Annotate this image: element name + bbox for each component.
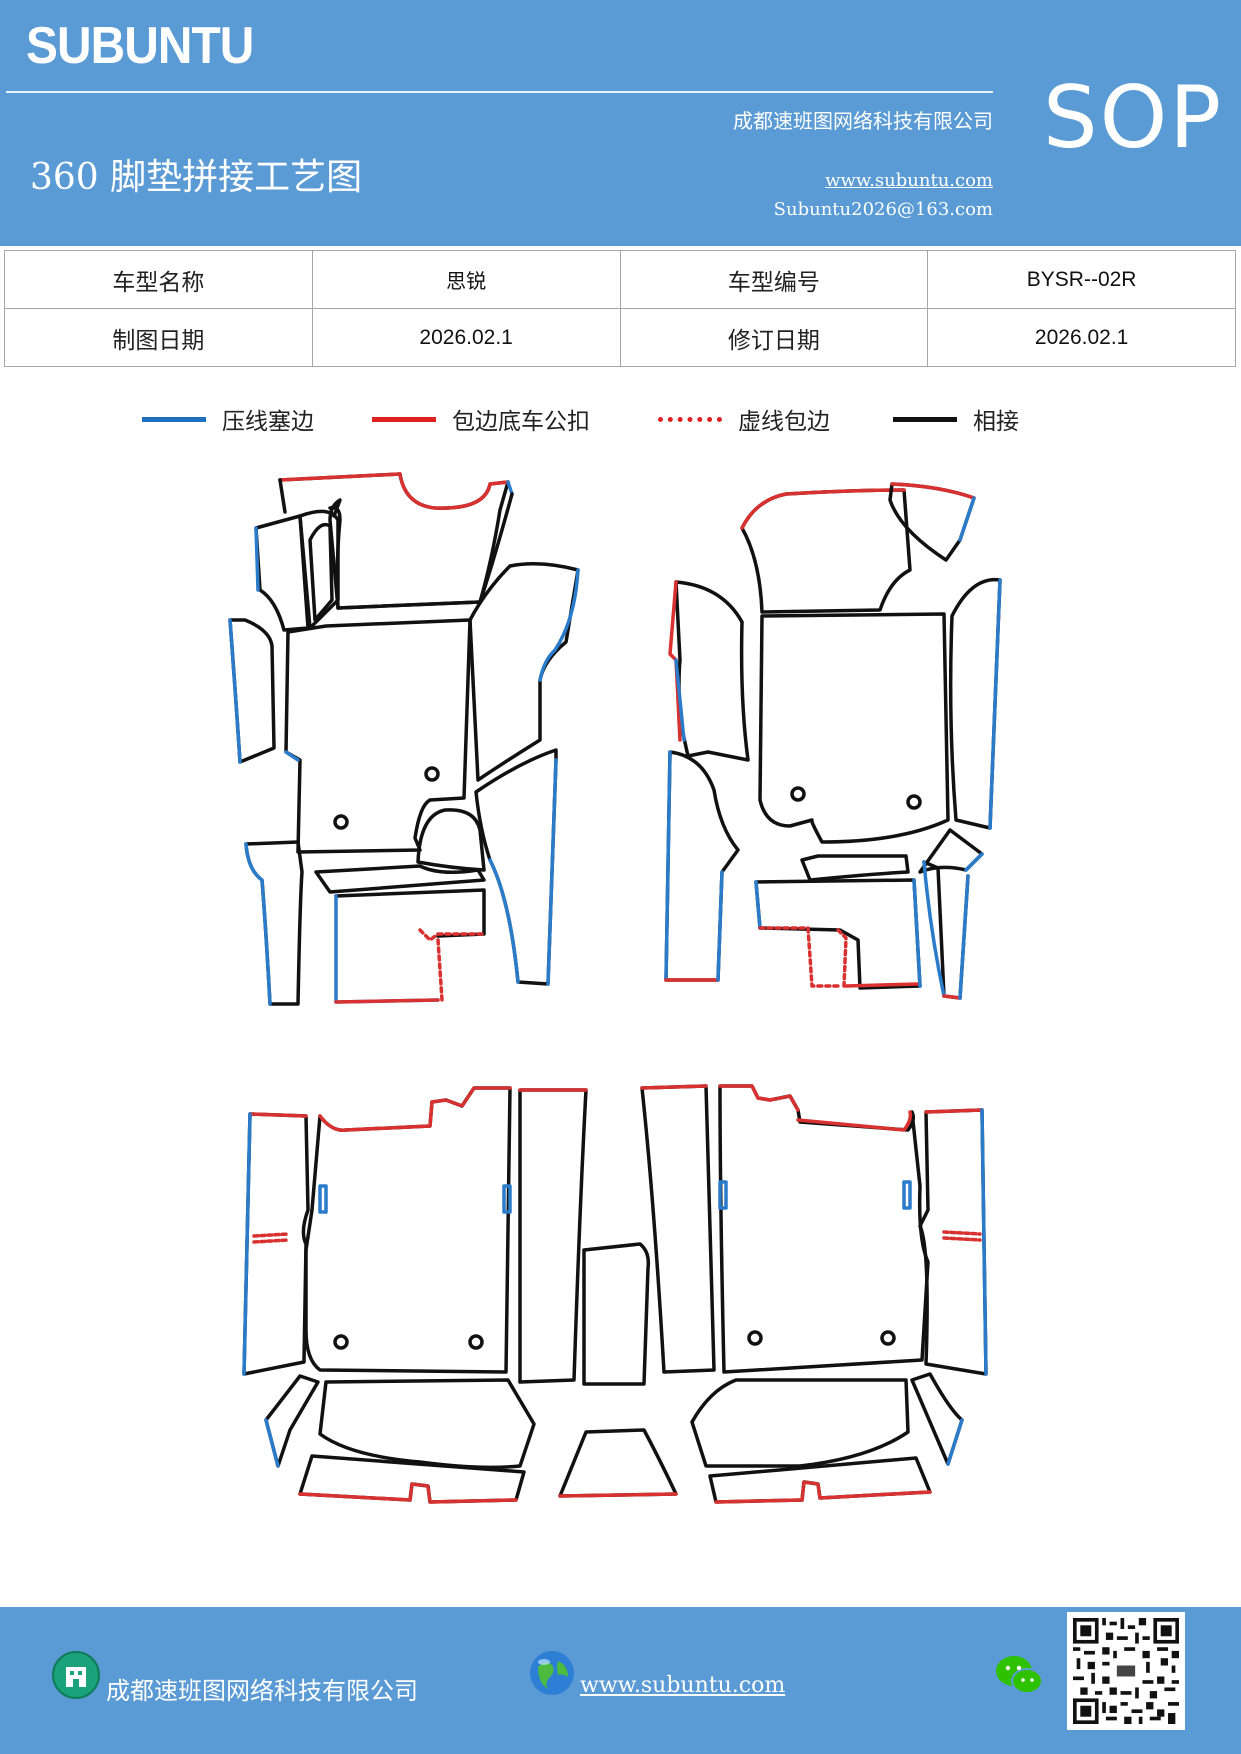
legend-item-press-line: 压线塞边 [142,402,314,436]
table-row: 制图日期 2026.02.1 修订日期 2026.02.1 [4,308,1236,367]
qr-code-pattern [1073,1618,1179,1724]
legend-label: 相接 [973,409,1019,435]
legend-swatch-blue [142,416,206,422]
page-title: 360 脚垫拼接工艺图 [30,157,363,198]
legend-swatch-red-dotted [658,416,722,422]
model-code-value: BYSR--02R [927,250,1236,309]
brand-logo: SUBUNTU [26,17,254,75]
qr-code [1067,1612,1185,1730]
legend-item-joint: 相接 [893,402,1019,436]
footer-banner: 成都速班图网络科技有限公司 www.subuntu.com [0,1607,1241,1754]
company-name: 成都速班图网络科技有限公司 [733,109,993,133]
legend-swatch-red [372,416,436,422]
legend-item-edge-bind: 包边底车公扣 [372,402,590,436]
header-divider [6,91,993,93]
header-banner: SUBUNTU SOP 360 脚垫拼接工艺图 成都速班图网络科技有限公司 ww… [0,0,1241,246]
website-link[interactable]: www.subuntu.com [825,170,993,191]
model-code-label: 车型编号 [619,250,929,309]
globe-icon [530,1651,574,1695]
table-row: 车型名称 思锐 车型编号 BYSR--02R [4,250,1236,309]
legend-item-dotted-bind: 虚线包边 [658,402,830,436]
revision-date-value: 2026.02.1 [927,308,1236,367]
draw-date-value: 2026.02.1 [311,308,621,367]
footer-website-link[interactable]: www.subuntu.com [580,1673,786,1698]
building-icon [52,1651,100,1699]
floor-mat-diagram [228,472,1002,1504]
draw-date-label: 制图日期 [4,308,313,367]
legend-label: 虚线包边 [738,409,830,435]
legend-label: 包边底车公扣 [452,409,590,435]
model-name-label: 车型名称 [4,250,313,309]
legend-label: 压线塞边 [222,409,314,435]
legend: 压线塞边 包边底车公扣 虚线包边 相接 [0,402,1241,442]
model-name-value: 思锐 [311,250,621,309]
revision-date-label: 修订日期 [619,308,929,367]
legend-swatch-black [893,416,957,422]
email-address: Subuntu2026@163.com [773,199,993,220]
wechat-icon [996,1656,1043,1694]
footer-company: 成都速班图网络科技有限公司 [106,1677,418,1705]
sop-badge: SOP [1043,68,1224,168]
info-table: 车型名称 思锐 车型编号 BYSR--02R 制图日期 2026.02.1 修订… [4,250,1236,367]
